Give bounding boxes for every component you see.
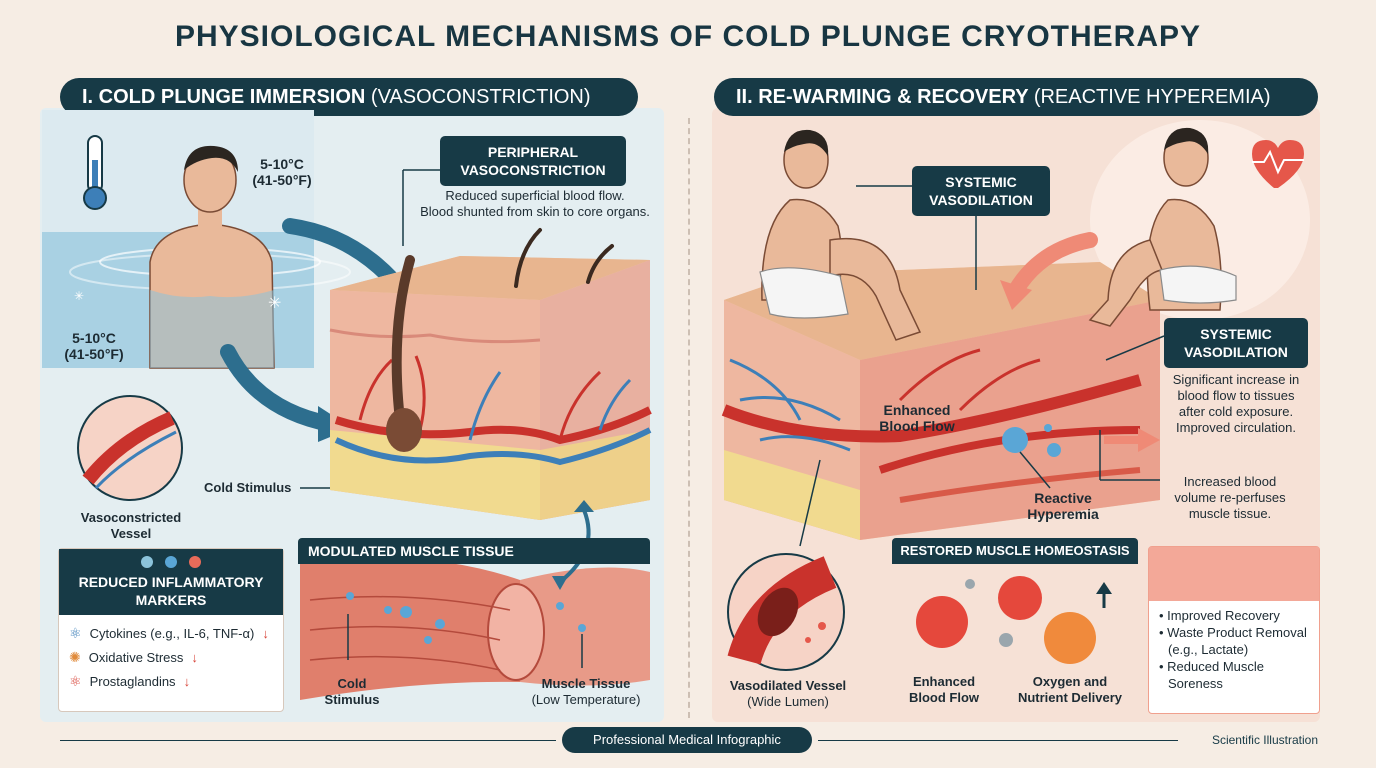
peripheral-vasoconstriction-box: PERIPHERAL VASOCONSTRICTION <box>440 136 626 186</box>
inflam-item-prostaglandins: ⚛ Prostaglandins ↓ <box>69 669 273 693</box>
snowflake-icon: ✳ <box>268 295 281 312</box>
temp-top-celsius: 5-10°C <box>260 156 304 172</box>
footer-rule-right <box>818 740 1178 741</box>
sys-top-line2: VASODILATION <box>929 192 1033 208</box>
panel-divider <box>688 118 690 718</box>
sys-desc-line3: after cold exposure. <box>1178 404 1294 419</box>
marker-dot-icon <box>141 556 153 568</box>
benefit-soreness: Reduced Muscle <box>1167 659 1264 674</box>
heart-rate-icon <box>1252 140 1304 188</box>
marker-dot-icon <box>189 556 201 568</box>
inflam-item-cytokines: ⚛ Cytokines (e.g., IL-6, TNF-α) ↓ <box>69 621 273 645</box>
section-heading-right-title: II. RE-WARMING & RECOVERY <box>736 86 1029 108</box>
footer-right-text: Scientific Illustration <box>1211 733 1318 747</box>
restored-oxygen-line2: Nutrient Delivery <box>1017 690 1123 705</box>
marker-dot-icon <box>165 556 177 568</box>
sys-desc-line4: Improved circulation. <box>1176 420 1296 435</box>
benefit-waste: Waste Product Removal <box>1167 625 1307 640</box>
peripheral-desc-line1: Reduced superficial blood flow. <box>445 188 625 203</box>
snowflake-icon: ✳ <box>74 289 84 303</box>
temp-bottom-celsius: 5-10°C <box>72 330 116 346</box>
temp-top-fahrenheit: (41-50°F) <box>252 172 312 188</box>
systemic-vasodilation-description: Significant increase in blood flow to ti… <box>1156 372 1316 436</box>
down-arrow-icon: ↓ <box>262 625 269 641</box>
vasodilated-line2: (Wide Lumen) <box>747 694 829 709</box>
benefit-recovery: Improved Recovery <box>1167 608 1280 623</box>
muscle-cold-line1: Cold <box>337 676 367 691</box>
inflammatory-header-line2: MARKERS <box>135 592 207 608</box>
peripheral-desc-line2: Blood shunted from skin to core organs. <box>420 204 650 219</box>
vasoconstricted-vessel-label: Vasoconstricted Vessel <box>66 510 196 542</box>
benefit-soreness-cont: Soreness <box>1168 676 1223 691</box>
sys-right-line1: SYSTEMIC <box>1200 326 1272 342</box>
inflammatory-markers-card: REDUCED INFLAMMATORY MARKERS ⚛ Cytokines… <box>58 548 284 712</box>
peripheral-box-line1: PERIPHERAL <box>487 144 579 160</box>
footer-pill: Professional Medical Infographic <box>562 727 812 753</box>
restored-oxygen-label: Oxygen and Nutrient Delivery <box>1006 674 1134 706</box>
muscle-cold-line2: Stimulus <box>324 692 380 707</box>
restored-enhanced-label: Enhanced Blood Flow <box>904 674 984 706</box>
enhanced-blood-flow-label: Enhanced Blood Flow <box>872 402 962 434</box>
enhanced-flow-line2: Blood Flow <box>879 418 955 434</box>
thermometer-icon <box>83 135 107 210</box>
muscle-tissue-label: Muscle Tissue (Low Temperature) <box>516 676 656 708</box>
vasoconstricted-line1: Vasoconstricted <box>80 510 182 525</box>
molecule-icon: ⚛ <box>69 624 82 641</box>
sys-top-line1: SYSTEMIC <box>945 174 1017 190</box>
molecule-icon: ⚛ <box>69 672 82 689</box>
systemic-vasodilation-box-top: SYSTEMIC VASODILATION <box>912 166 1050 216</box>
increased-volume-line2: volume re-perfuses <box>1174 490 1286 505</box>
restored-enhanced-line1: Enhanced <box>912 674 976 689</box>
inflammatory-header-line1: REDUCED INFLAMMATORY <box>78 574 264 590</box>
section-heading-right: II. RE-WARMING & RECOVERY (REACTIVE HYPE… <box>714 78 1318 116</box>
increased-volume-line1: Increased blood <box>1183 474 1277 489</box>
footer-rule-left <box>60 740 556 741</box>
increased-volume-label: Increased blood volume re-perfuses muscl… <box>1160 474 1300 522</box>
section-heading-left-title: I. COLD PLUNGE IMMERSION <box>82 86 366 108</box>
temp-bottom-fahrenheit: (41-50°F) <box>64 346 124 362</box>
down-arrow-icon: ↓ <box>191 649 198 665</box>
benefit-waste-example: (e.g., Lactate) <box>1168 642 1249 657</box>
cold-stimulus-label: Cold Stimulus <box>204 480 292 495</box>
muscle-tissue-header: MODULATED MUSCLE TISSUE <box>298 538 650 564</box>
restored-enhanced-line2: Blood Flow <box>908 690 980 705</box>
benefit-item: • Waste Product Removal <box>1159 625 1307 640</box>
systemic-vasodilation-box-right: SYSTEMIC VASODILATION <box>1164 318 1308 368</box>
inflam-item-oxidative: ✺ Oxidative Stress ↓ <box>69 645 273 669</box>
muscle-cold-stimulus-label: Cold Stimulus <box>312 676 392 708</box>
inflam-item-prostaglandins-label: Prostaglandins <box>89 673 176 689</box>
increased-volume-line3: muscle tissue. <box>1188 506 1272 521</box>
reactive-hyperemia-line1: Reactive <box>1034 490 1092 506</box>
muscle-tissue-line1: Muscle Tissue <box>541 676 631 691</box>
inflam-item-cytokines-label: Cytokines (e.g., IL-6, TNF-α) <box>89 625 255 641</box>
benefits-card: • Improved Recovery • Waste Product Remo… <box>1148 546 1320 714</box>
temp-top-label: 5-10°C (41-50°F) <box>242 156 322 188</box>
reactive-hyperemia-label: Reactive Hyperemia <box>1018 490 1108 522</box>
vasodilated-vessel-label: Vasodilated Vessel (Wide Lumen) <box>720 678 856 710</box>
section-heading-left: I. COLD PLUNGE IMMERSION (VASOCONSTRICTI… <box>60 78 638 116</box>
benefit-item: • Reduced Muscle <box>1159 659 1264 674</box>
reactive-hyperemia-line2: Hyperemia <box>1027 506 1099 522</box>
inflam-item-oxidative-label: Oxidative Stress <box>88 649 184 665</box>
enhanced-flow-line1: Enhanced <box>883 402 951 418</box>
inflammatory-markers-header: REDUCED INFLAMMATORY MARKERS <box>59 549 283 615</box>
muscle-tissue-line2: (Low Temperature) <box>531 692 641 707</box>
sys-desc-line2: blood flow to tissues <box>1177 388 1295 403</box>
benefit-item: • Improved Recovery <box>1159 608 1280 623</box>
sys-desc-line1: Significant increase in <box>1172 372 1300 387</box>
peripheral-box-line2: VASOCONSTRICTION <box>460 162 606 178</box>
restored-homeostasis-header: RESTORED MUSCLE HOMEOSTASIS <box>892 538 1138 564</box>
vasoconstricted-line2: Vessel <box>110 526 152 541</box>
section-heading-left-sub: (VASOCONSTRICTION) <box>370 86 591 108</box>
page-title: PHYSIOLOGICAL MECHANISMS OF COLD PLUNGE … <box>174 20 1202 53</box>
section-heading-right-sub: (REACTIVE HYPEREMIA) <box>1033 86 1271 108</box>
restored-oxygen-line1: Oxygen and <box>1032 674 1108 689</box>
sys-right-line2: VASODILATION <box>1184 344 1288 360</box>
peripheral-description: Reduced superficial blood flow. Blood sh… <box>410 188 660 220</box>
temp-bottom-label: 5-10°C (41-50°F) <box>54 330 134 362</box>
burst-icon: ✺ <box>69 648 81 665</box>
vasodilated-line1: Vasodilated Vessel <box>729 678 847 693</box>
down-arrow-icon: ↓ <box>183 673 191 689</box>
